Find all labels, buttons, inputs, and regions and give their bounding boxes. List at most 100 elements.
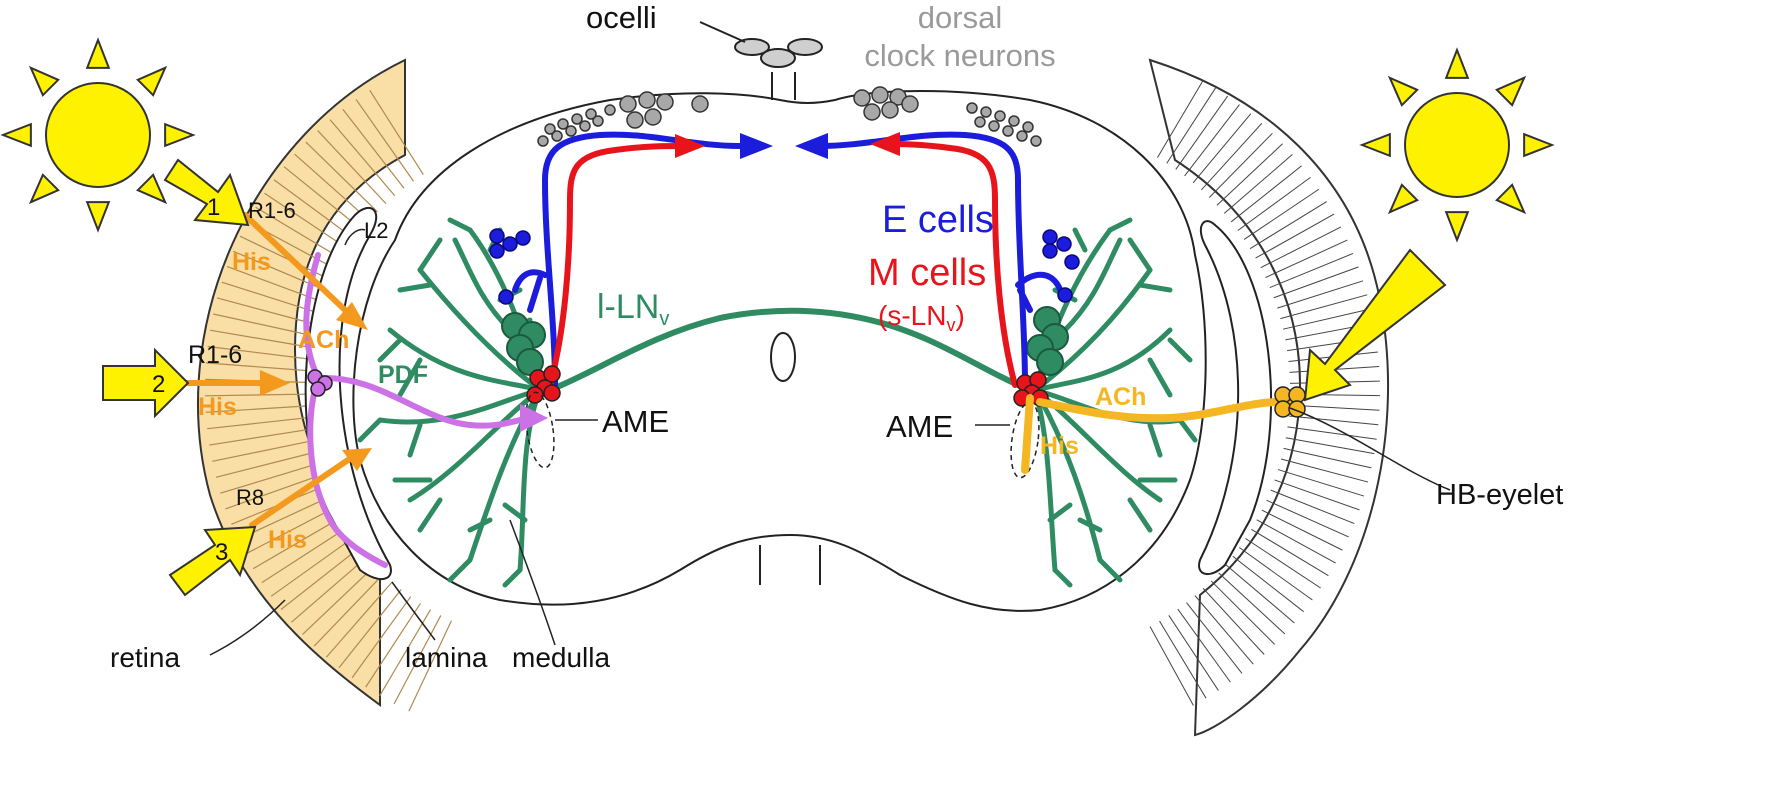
- ommatidium-line: [255, 206, 342, 260]
- ommatidium-line: [205, 405, 306, 413]
- l-lnv-projection: [548, 307, 1032, 393]
- right-sun-icon: [1359, 47, 1555, 243]
- ocelli: [699, 21, 823, 68]
- ocelli-label: ocelli: [586, 0, 657, 35]
- pdf-label: PDF: [378, 361, 428, 389]
- ommatidium-line: [1260, 226, 1342, 269]
- ommatidium-line: [329, 119, 396, 197]
- ommatidium-line: [1287, 426, 1377, 440]
- ommatidium-line: [1210, 580, 1276, 645]
- sun-ray: [85, 37, 111, 69]
- ommatidium-line: [1288, 415, 1379, 426]
- ommatidium-line: [313, 573, 384, 647]
- ommatidium-line: [1200, 122, 1263, 191]
- ommatidium-line: [1249, 201, 1327, 250]
- ommatidium-line: [1265, 239, 1348, 279]
- ommatidium-line: [1192, 113, 1252, 184]
- l-lnv-label: l-LNv: [597, 288, 669, 330]
- r16-top-label: R1-6: [248, 198, 296, 223]
- e-cells-label: E cells: [882, 199, 994, 241]
- ommatidium-line: [1223, 154, 1293, 214]
- e-cell-bodies: [489, 228, 1080, 305]
- light-arrow-3: [168, 525, 257, 597]
- r16-mid-label: R1-6: [188, 341, 242, 369]
- ommatidium-line: [1256, 519, 1336, 564]
- l-lnv-cell-bodies: [501, 306, 1069, 376]
- sun-ray: [136, 65, 168, 97]
- retina-label: retina: [110, 642, 180, 673]
- ommatidium-line: [294, 153, 370, 222]
- his-label-1: His: [232, 248, 271, 276]
- light-arrow-hb: [1303, 248, 1447, 402]
- hb-eyelet-cells: [1274, 386, 1306, 418]
- ach-left-label: ACh: [298, 326, 349, 354]
- hb-eyelet-pathway: [1021, 394, 1294, 474]
- ommatidium-line: [1266, 499, 1349, 538]
- arrow-number-3: 3: [215, 539, 228, 566]
- s-lnv-label: (s-LNv): [878, 300, 965, 335]
- ommatidium-line: [1216, 143, 1283, 206]
- ommatidium-line: [283, 166, 363, 231]
- ommatidium-line: [1251, 528, 1329, 577]
- ommatidium-line: [1225, 564, 1295, 624]
- ommatidium-line: [216, 297, 314, 325]
- ommatidium-line: [280, 547, 360, 610]
- sun-ray: [164, 122, 196, 148]
- ommatidium-line: [1208, 132, 1273, 198]
- ommatidium-line: [1218, 572, 1286, 635]
- ommatidium-line: [221, 281, 318, 314]
- dorsal-clock-neurons: [537, 86, 1042, 147]
- ommatidium-line: [305, 141, 378, 213]
- ommatidium-line: [1149, 626, 1194, 706]
- ommatidium-line: [1232, 555, 1304, 613]
- l2-label: L2: [364, 218, 388, 243]
- ommatidium-line: [1202, 588, 1265, 655]
- ommatidium-line: [1285, 437, 1375, 455]
- ommatidium-line: [408, 620, 452, 712]
- ommatidium-line: [291, 556, 368, 623]
- ommatidium-line: [1261, 509, 1343, 551]
- ommatidium-line: [302, 565, 376, 635]
- ommatidium-line: [1168, 615, 1219, 691]
- ommatidium-line: [338, 589, 402, 669]
- ommatidium-line: [369, 89, 424, 176]
- ommatidium-line: [1269, 252, 1354, 289]
- sun-ray: [1387, 183, 1419, 215]
- left-lamina: [304, 206, 392, 580]
- ommatidium-line: [325, 581, 393, 658]
- ach-right-label: ACh: [1095, 383, 1146, 411]
- ommatidium-line: [351, 596, 412, 679]
- ommatidium-line: [1177, 608, 1231, 683]
- ommatidium-line: [1270, 489, 1355, 524]
- leader-lines: [209, 228, 1451, 656]
- sun-ray: [28, 173, 60, 205]
- ommatidium-line: [1230, 165, 1302, 223]
- ommatidium-line: [379, 609, 432, 697]
- m-cell-bodies: [526, 365, 1049, 407]
- ommatidium-line: [205, 393, 306, 397]
- ommatidium-line: [225, 474, 320, 510]
- photoreceptor-projections: [177, 212, 351, 528]
- sun-ray: [28, 65, 60, 97]
- ommatidium-line: [342, 108, 405, 189]
- ommatidium-line: [393, 615, 442, 705]
- r8-label: R8: [236, 485, 264, 510]
- ommatidium-line: [1194, 595, 1254, 665]
- ommatidium-line: [1245, 538, 1321, 589]
- right-lamina: [1198, 220, 1273, 575]
- ommatidium-line: [215, 452, 313, 478]
- ommatidium-line: [1237, 176, 1311, 231]
- arrow-number-2: 2: [152, 371, 165, 398]
- ommatidium-line: [1283, 447, 1372, 469]
- ommatidium-line: [1166, 87, 1217, 164]
- ommatidium-line: [1273, 266, 1359, 299]
- sun-ray: [0, 122, 32, 148]
- left-lamina-cells: [307, 369, 333, 397]
- ommatidium-line: [273, 179, 355, 240]
- his-right-label: His: [1040, 432, 1079, 460]
- ommatidium-line: [207, 345, 307, 360]
- ommatidium-line: [1277, 469, 1365, 497]
- ommatidium-line: [1186, 602, 1243, 674]
- ommatidium-line: [220, 463, 317, 494]
